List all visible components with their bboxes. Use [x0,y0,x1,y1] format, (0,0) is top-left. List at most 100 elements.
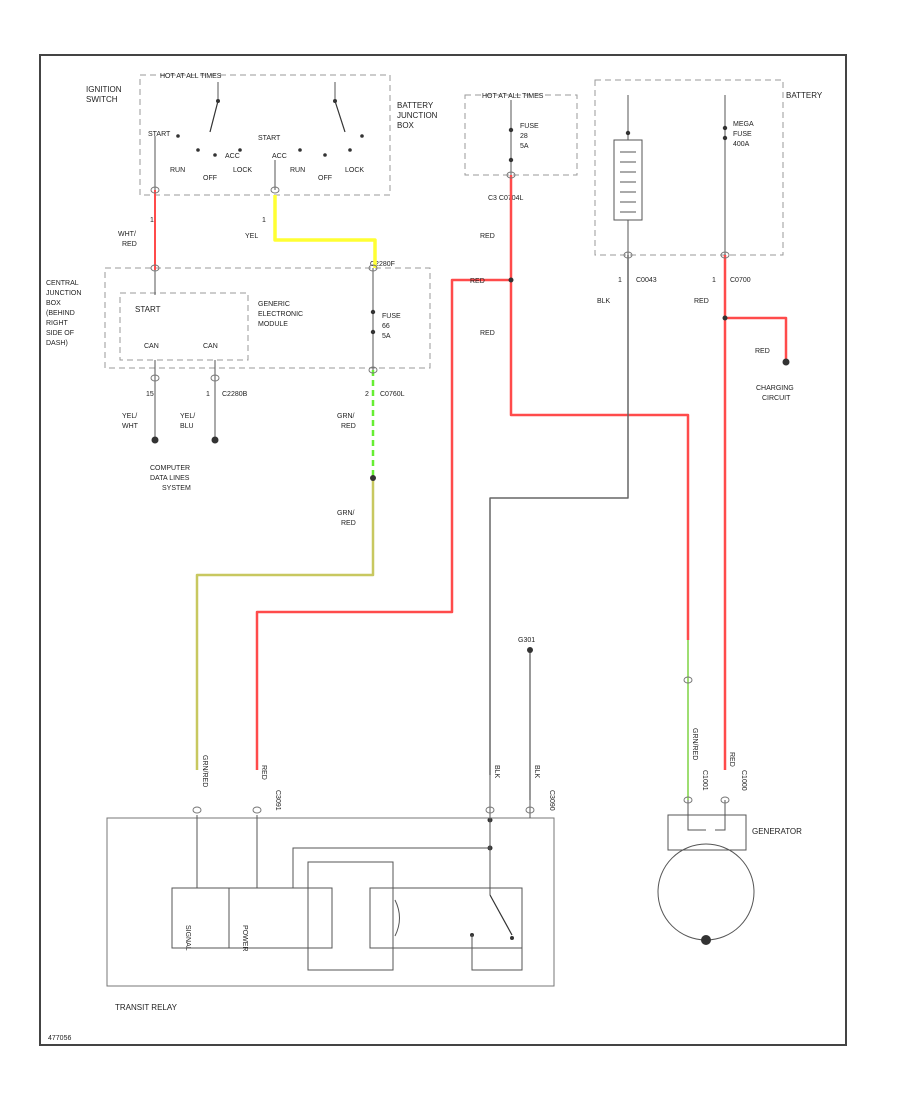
ign-pos-start: START [148,131,171,138]
terminal-can-right [211,436,219,444]
cjb-label-7: DASH) [46,340,68,347]
label-wht-red-2: RED [122,241,137,248]
battery-box [594,79,784,256]
wire-red-relay [255,278,511,770]
cjb-fuse-2: 66 [382,323,390,330]
conn-oval [506,171,516,179]
relay-signal-label: SIGNAL [184,925,191,951]
gem-can-left: CAN [144,343,159,350]
conn-oval [623,251,633,259]
bjb-label-2: JUNCTION [397,111,438,120]
label-yel-wht-2: WHT [122,423,139,430]
cjb-conn-can: C2280B [222,391,248,398]
relay-feed-line [292,847,490,888]
ign-blade-1 [209,100,219,133]
generator-circle [657,843,755,941]
cjb-conn-bottom: C0760L [380,391,405,398]
cjb-pin-can-right: 1 [206,391,210,398]
bjb-fuse-2: 28 [520,133,528,140]
label-yel-blu-2: BLU [180,423,194,430]
gem-label-1: GENERIC [258,301,290,308]
bjb-hot-at-all-times: HOT AT ALL TIMES [482,93,544,100]
wires [154,175,788,800]
bjb-fuse-node-top [508,127,514,133]
generator-conn-oval [720,796,730,804]
gem-label-3: MODULE [258,321,288,328]
relay-power-label: POWER [241,925,248,951]
label-grn-red-1b: RED [341,423,356,430]
diagram-frame [39,54,847,1046]
wire-red-bjb [509,175,690,640]
conn-oval [270,186,280,194]
relay-conn-oval [485,806,495,814]
ignition-hot-at-all-times: HOT AT ALL TIMES [160,73,222,80]
conn-oval [150,186,160,194]
ign-pos-start-2: START [258,135,281,142]
label-grn-red-2a: GRN/ [337,510,355,517]
battery-node [625,130,631,136]
relay-power-box [228,887,333,949]
transit-relay-box [106,817,555,987]
label-red-5: RED [755,348,770,355]
ignition-switch-label-1: IGNITION [86,85,122,94]
bjb-label-1: BATTERY [397,101,434,110]
label-red-2: RED [470,278,485,285]
relay-conn-oval [192,806,202,814]
splice-red [508,277,514,283]
cdl-line-1: COMPUTER [150,465,190,472]
generator-conn-oval [683,676,693,684]
ign-pos-acc-2: ACC [272,153,287,160]
ign-pos-off: OFF [203,175,217,182]
label-red-4: RED [694,298,709,305]
cjb-fuse-1: FUSE [382,313,401,320]
bjb-connector: C3 C0704L [488,195,524,202]
relay-wire-3: BLK [493,765,500,779]
battery: BATTERY MEGA FUSE 400A 1 C0043 1 C0700 [594,79,823,284]
gem-label-2: ELECTRONIC [258,311,303,318]
ign-pos-lock-2: LOCK [345,167,364,174]
conn-oval [720,251,730,259]
relay-conn-2: C3090 [548,790,555,811]
cjb-label-1: CENTRAL [46,280,79,287]
relay-inner-loop [307,861,394,971]
relay-wire-4: BLK [533,765,540,779]
bjb-fuse-1: FUSE [520,123,539,130]
ign-contact [238,148,242,152]
central-junction-box: CENTRAL JUNCTION BOX (BEHIND RIGHT SIDE … [46,261,431,398]
ign-pos-run-2: RUN [290,167,305,174]
conn-oval [150,264,160,272]
wire-labels: WHT/ RED 1 YEL RED RED RED BLK RED RED G… [118,217,770,527]
ign-pos-off-2: OFF [318,175,332,182]
ign-pin: 1 [262,217,266,224]
label-yel-wht-1: YEL/ [122,413,137,420]
ign-contact [298,148,302,152]
cjb-label-3: BOX [46,300,61,307]
conn-oval [150,374,160,382]
cjb-fuse-node-top [370,309,376,315]
mega-fuse-2: FUSE [733,131,752,138]
bjb-fuse-3: 5A [520,143,529,150]
wire-blk [489,255,629,775]
ign-contact [348,148,352,152]
generator-lead-1 [687,800,706,831]
battery-junction-box: BATTERY JUNCTION BOX HOT AT ALL TIMES FU… [397,93,578,202]
battery-pin-left: 1 [618,277,622,284]
relay-coil [394,899,400,937]
cjb-conn-top: C2280F [370,261,395,268]
charging-line-2: CIRCUIT [762,395,791,402]
ign-pos-lock: LOCK [233,167,252,174]
conn-oval [368,264,378,272]
wire-red-charging [725,316,788,360]
relay-conn-1: C3091 [274,790,281,811]
conn-oval [368,366,378,374]
ign-contact [213,153,217,157]
gem-can-right: CAN [203,343,218,350]
label-yel-blu-1: YEL/ [180,413,195,420]
label-grn-red-2b: RED [341,520,356,527]
label-grn-red-1a: GRN/ [337,413,355,420]
cjb-fuse-node-bottom [370,329,376,335]
ign-contact [196,148,200,152]
battery-conn-right: C0700 [730,277,751,284]
generator-ground [701,935,711,945]
